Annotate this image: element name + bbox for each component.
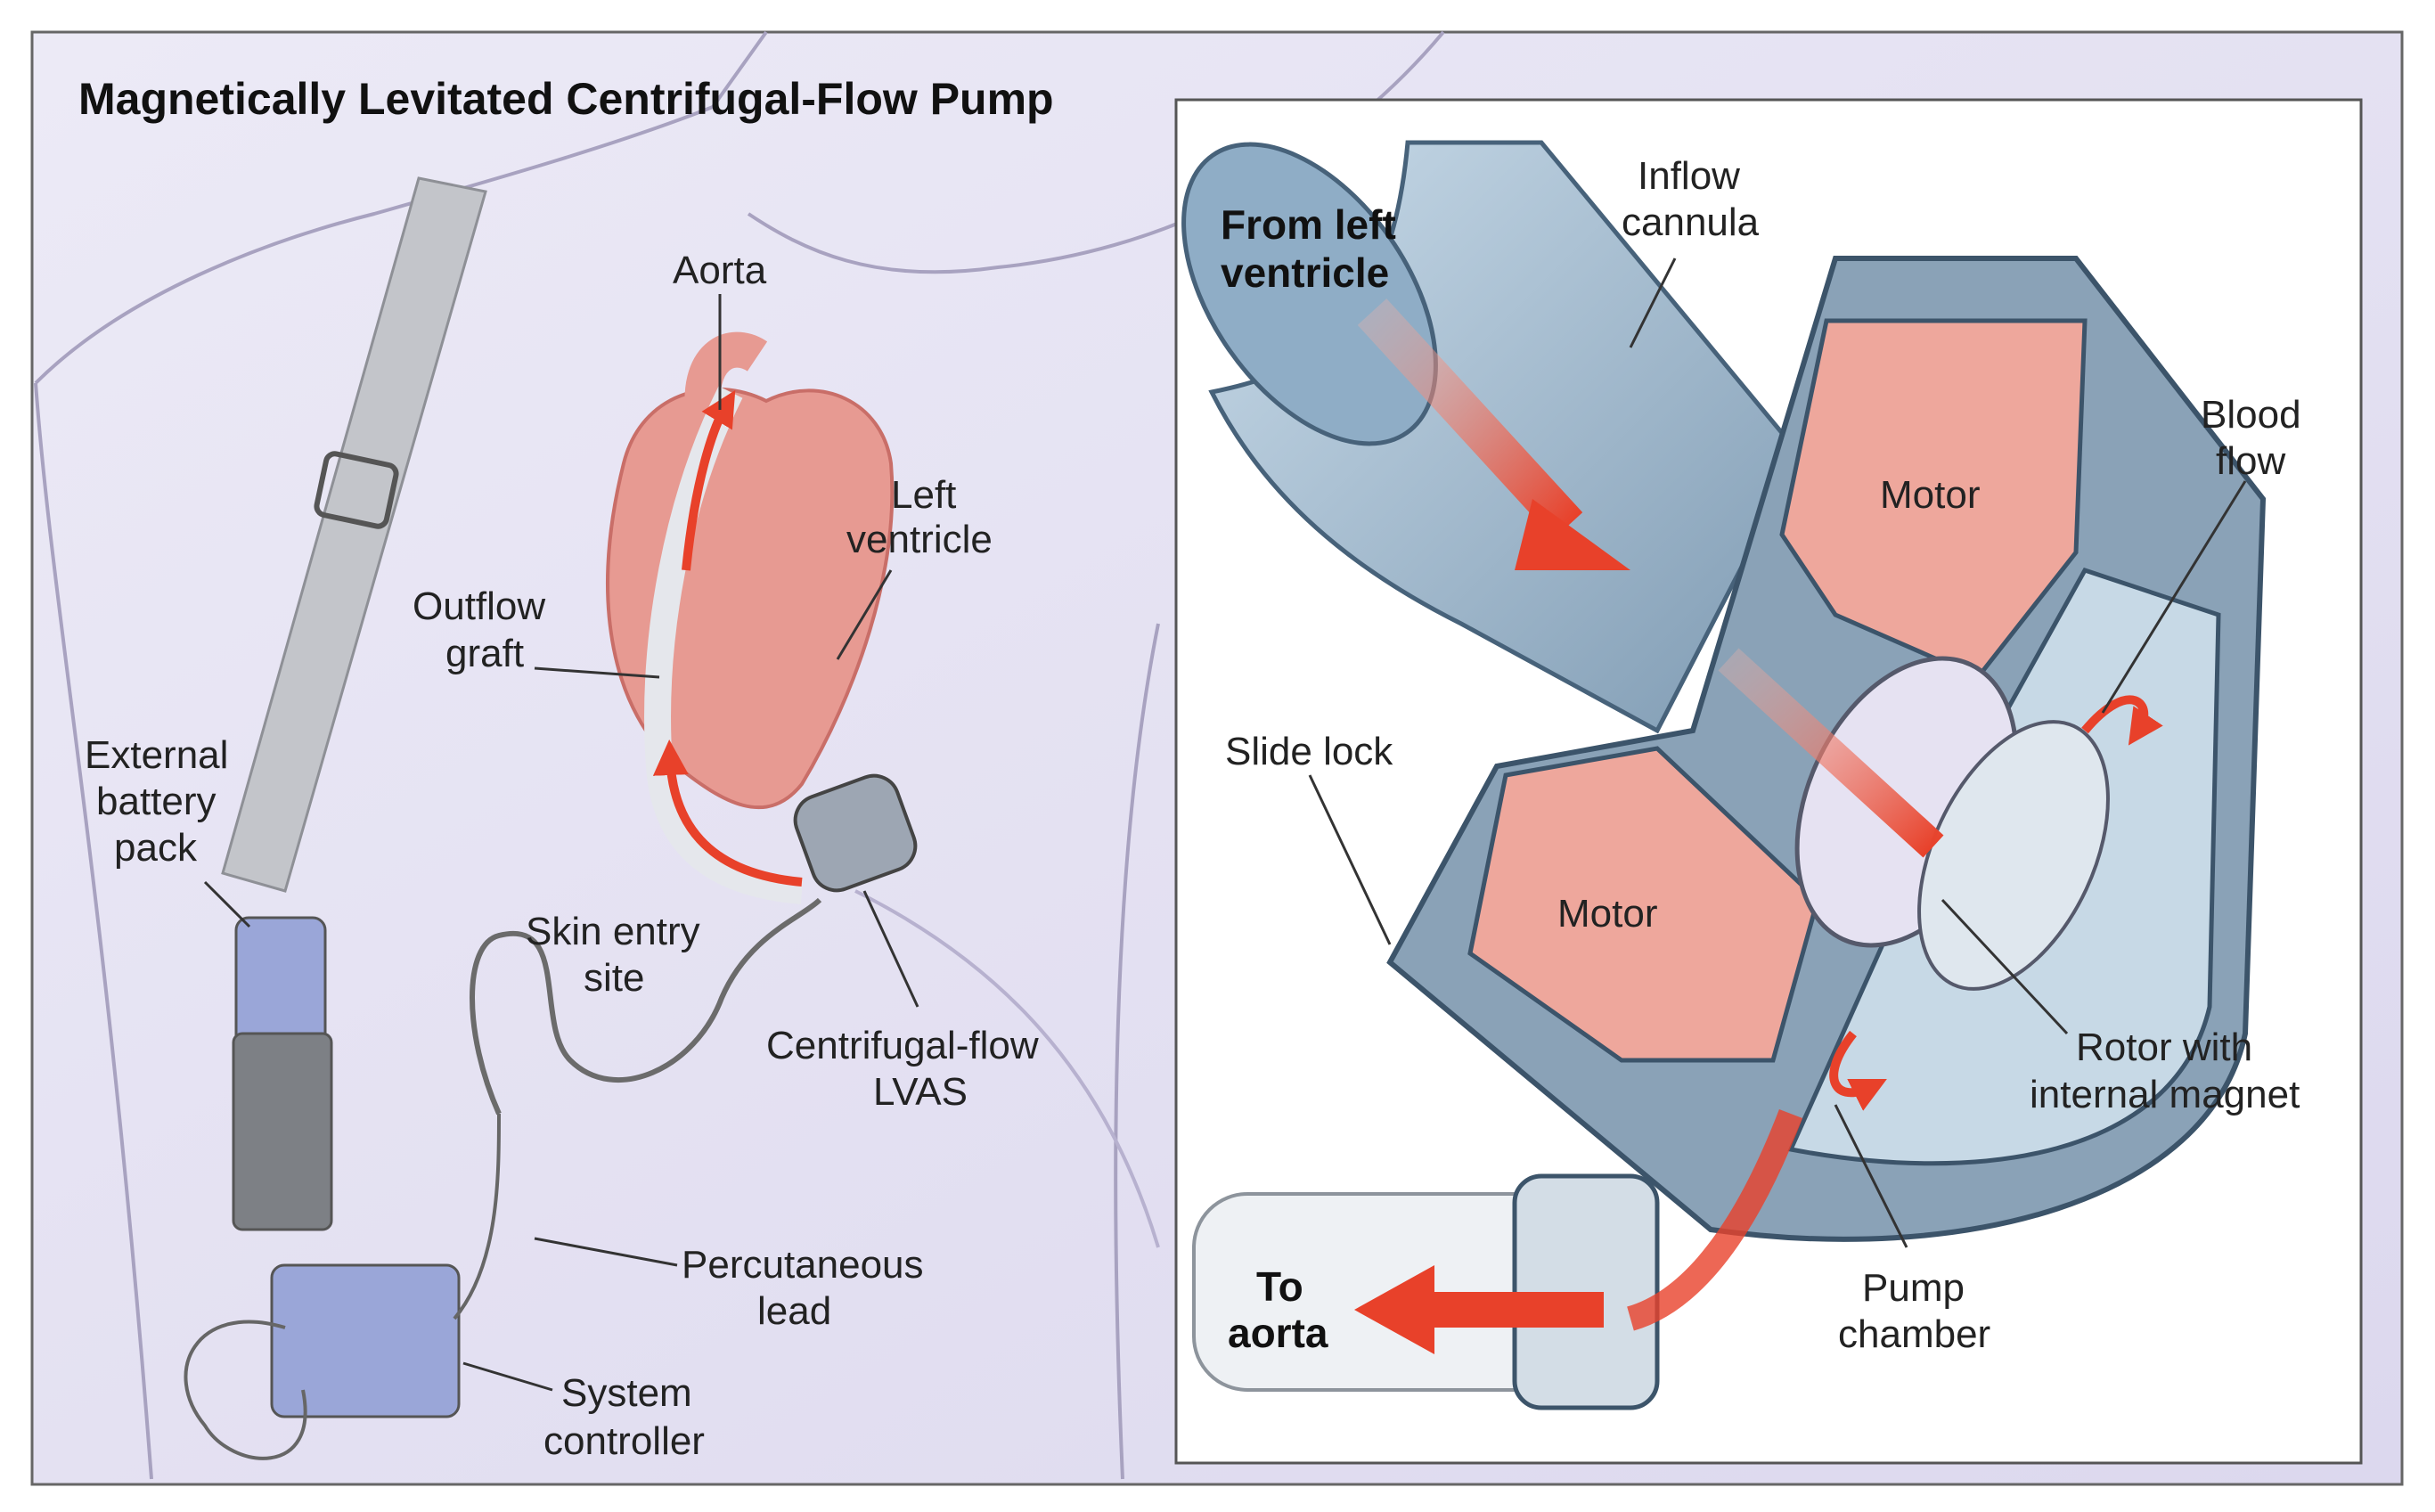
percutaneous-leader — [534, 1237, 678, 1267]
inflow-arrow-head — [1515, 499, 1630, 570]
figure-title: Magnetically Levitated Centrifugal-Flow … — [78, 74, 1054, 124]
torso-right-side — [1114, 623, 1160, 1480]
label-battery-3: pack — [114, 826, 198, 870]
label-to-aorta-2: aorta — [1228, 1310, 1328, 1356]
rotor-leader — [1941, 898, 2069, 1035]
torso-left-side — [34, 382, 153, 1480]
label-pump-chamber-1: Pump — [1862, 1266, 1965, 1310]
label-outflow-2: graft — [445, 632, 524, 675]
label-left-ventricle-2: ventricle — [846, 518, 993, 561]
label-motor-top: Motor — [1880, 473, 1980, 517]
right-panel: From left ventricle Inflow cannula Blood… — [1174, 98, 2363, 1465]
label-battery-2: battery — [96, 780, 217, 823]
system-controller-box — [270, 1263, 461, 1418]
rotor-arrow — [1718, 648, 1944, 858]
strap-buckle — [314, 451, 399, 529]
label-controller-1: System — [561, 1371, 692, 1415]
label-skin-entry-2: site — [584, 956, 644, 1000]
pectoral-line — [854, 889, 1160, 1248]
label-controller-2: controller — [543, 1419, 705, 1463]
label-blood-flow-2: flow — [2216, 439, 2285, 483]
shoulder-strap — [221, 176, 487, 893]
label-slide-lock: Slide lock — [1225, 730, 1393, 773]
motor-bottom-block — [1467, 746, 1820, 1063]
controller-cable — [184, 1113, 501, 1460]
label-from-lv-1: From left — [1221, 201, 1396, 248]
inflow-arrow — [1357, 298, 1583, 539]
chamber-flow-arrow — [2081, 695, 2163, 746]
label-blood-flow-1: Blood — [2201, 393, 2301, 437]
label-percutaneous-2: lead — [757, 1289, 831, 1333]
label-rotor-2: internal magnet — [2030, 1073, 2300, 1116]
label-rotor-1: Rotor with — [2076, 1026, 2252, 1069]
label-skin-entry-1: Skin entry — [526, 910, 700, 953]
label-lvas-2: LVAS — [873, 1070, 968, 1114]
heart — [606, 331, 895, 904]
cannula-opening — [1181, 142, 1438, 446]
lvas-device — [793, 773, 918, 893]
label-lvas-1: Centrifugal-flow — [766, 1024, 1039, 1067]
graft-leader — [534, 666, 660, 679]
pump-chamber-leader — [1834, 1104, 1908, 1248]
label-motor-bottom: Motor — [1557, 892, 1657, 936]
label-inflow-1: Inflow — [1638, 154, 1740, 198]
rotor-ring — [1917, 720, 2110, 991]
lvas-leader — [862, 890, 919, 1008]
label-to-aorta-1: To — [1256, 1263, 1303, 1310]
lv-leader — [836, 569, 893, 660]
to-aorta-arrow-head — [1354, 1265, 1434, 1354]
outflow-arrow — [1626, 1108, 1803, 1331]
graft-flow-arrow-top — [682, 389, 736, 571]
blood-flow-leader — [2101, 480, 2247, 714]
label-aorta: Aorta — [673, 249, 767, 292]
label-outflow-1: Outflow — [413, 584, 545, 628]
label-battery-1: External — [85, 733, 228, 777]
battery-leader — [203, 880, 251, 928]
label-inflow-2: cannula — [1622, 200, 1760, 244]
label-percutaneous-1: Percutaneous — [682, 1243, 924, 1287]
inflow-leader — [1629, 257, 1677, 348]
chamber-flow-arrow-2 — [1829, 1030, 1887, 1111]
graft-flow-arrow — [652, 740, 803, 887]
percutaneous-lead-path — [470, 897, 822, 1116]
slide-lock-leader — [1308, 774, 1392, 945]
label-pump-chamber-2: chamber — [1838, 1312, 1990, 1356]
battery-holster — [232, 1032, 333, 1231]
label-from-lv-2: ventricle — [1221, 249, 1389, 296]
label-left-ventricle-1: Left — [891, 473, 956, 517]
controller-leader — [462, 1361, 553, 1392]
